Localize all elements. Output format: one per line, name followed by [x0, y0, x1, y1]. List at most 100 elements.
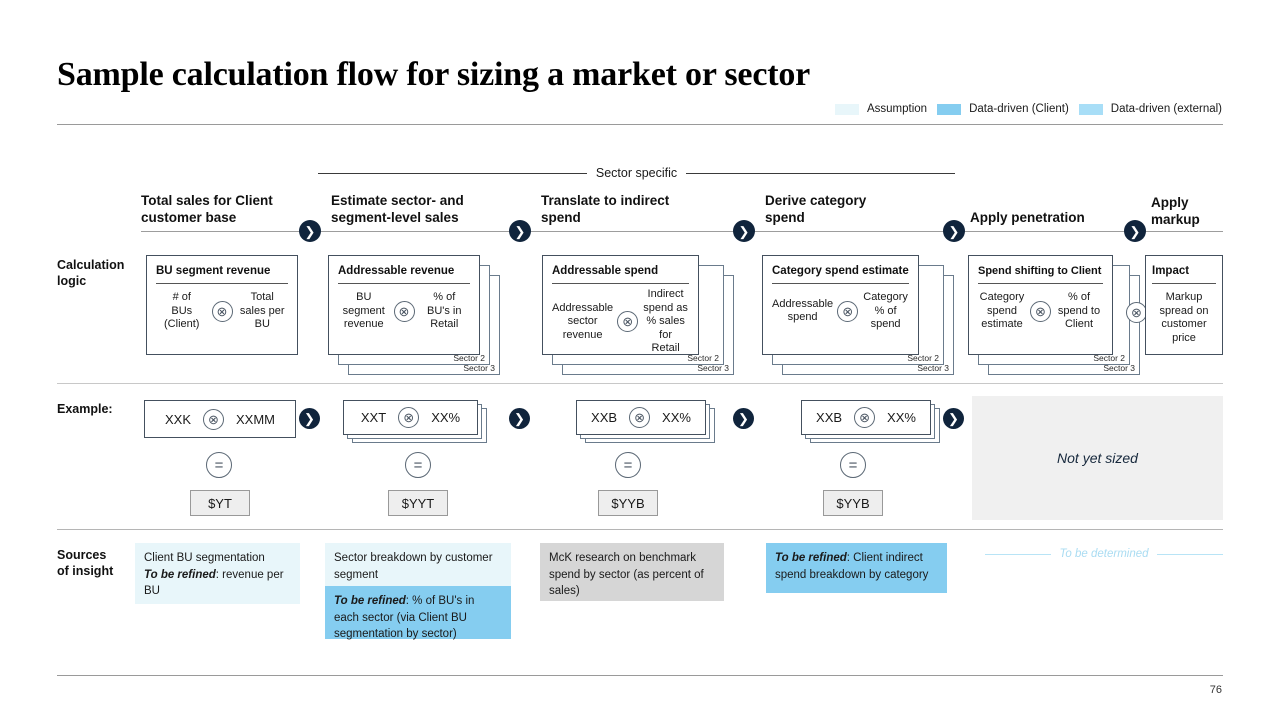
divider-example-row — [57, 383, 1223, 384]
phase-header-6-line1: Apply — [1151, 195, 1189, 210]
chevron-right-icon-phase-5[interactable]: ❯ — [1124, 220, 1146, 242]
calc-card-title-3: Addressable spend — [552, 265, 659, 277]
source-line-3-1-a: McK research on benchmark spend by secto… — [549, 552, 704, 597]
phase-header-5-line1: Apply penetration — [970, 210, 1085, 225]
bracket-label: Sector specific — [595, 166, 678, 180]
source-line-2-1-a: Sector breakdown by customer segment — [334, 552, 493, 581]
example-right-3: XX% — [662, 410, 691, 425]
calc-card-category-spend-estimate: Sector 3 Sector 2 Category spend estimat… — [762, 255, 954, 375]
bracket-line-right — [686, 172, 955, 174]
calc-card-addressable-spend: Sector 3 Sector 2 Addressable spend Addr… — [542, 255, 734, 375]
phase-baseline — [141, 231, 1223, 232]
chevron-right-icon-phase-3[interactable]: ❯ — [733, 220, 755, 242]
calc-card-rule-1 — [156, 283, 288, 284]
example-left-1: XXK — [164, 411, 191, 427]
example-box-4: XXB ⊗ XX% — [801, 400, 931, 435]
chevron-right-icon-phase-1[interactable]: ❯ — [299, 220, 321, 242]
tbd-line-left — [985, 553, 1052, 555]
calc-card-body-3: Addressable sector revenue ⊗ Indirect sp… — [552, 284, 689, 356]
multiply-icon-5: ⊗ — [1030, 300, 1051, 322]
phase-header-2-line2: segment-level sales — [331, 210, 459, 225]
source-block-1-1: Client BU segmentation To be refined: re… — [135, 543, 300, 604]
calc-operand-right-1: Total sales per BU — [239, 291, 285, 330]
legend-swatch-assumption — [834, 103, 859, 115]
multiply-icon-3: ⊗ — [617, 311, 639, 333]
legend-item-data-driven-external: Data-driven (external) — [1078, 103, 1222, 115]
calc-card-face-5: Spend shifting to Client Category spend … — [968, 255, 1113, 355]
chevron-right-icon-phase-4[interactable]: ❯ — [943, 220, 965, 242]
chevron-right-icon-example-4[interactable]: ❯ — [943, 408, 964, 429]
calc-card-face-6: Impact Markup spread on customer price — [1145, 255, 1223, 355]
calc-card-title-4: Category spend estimate — [772, 265, 909, 277]
calc-operand-left-4: Addressable spend — [772, 297, 834, 324]
legend-label-data-driven-client: Data-driven (Client) — [969, 103, 1069, 115]
calc-card-rule-2 — [338, 283, 470, 284]
to-be-refined-label-1: To be refined — [144, 568, 216, 581]
example-result-1: $YT — [190, 490, 250, 516]
calc-card-face-1: BU segment revenue # of BUs (Client) ⊗ T… — [146, 255, 298, 355]
calc-card-rule-3 — [552, 283, 689, 284]
example-box-2: XXT ⊗ XX% — [343, 400, 478, 435]
chevron-right-icon-example-1[interactable]: ❯ — [299, 408, 320, 429]
legend-swatch-data-driven-client — [937, 103, 962, 115]
source-block-3-1: McK research on benchmark spend by secto… — [540, 543, 724, 601]
calc-operand-right-2: % of BU's in Retail — [427, 291, 462, 330]
calc-operand-right-4: Category % of spend — [863, 291, 908, 330]
calc-operand-right-5: % of spend to Client — [1057, 291, 1101, 330]
example-left-3: XXB — [591, 410, 618, 425]
calc-card-rule-6 — [1152, 283, 1216, 284]
chevron-right-icon-example-2[interactable]: ❯ — [509, 408, 530, 429]
source-line-2-2-a: To be refined: % of BU's in each sector … — [334, 593, 502, 643]
calc-operand-left-3: Addressable sector revenue — [552, 301, 614, 341]
multiply-icon-2: ⊗ — [393, 300, 415, 322]
calc-operand-right-3: Indirect spend as % sales for Retail — [643, 288, 688, 354]
calc-card-body-4: Addressable spend ⊗ Category % of spend — [772, 284, 909, 332]
multiply-icon-between-cards: ⊗ — [1126, 302, 1147, 323]
calc-card-body-2: BU segment revenue ⊗ % of BU's in Retail — [338, 284, 470, 332]
calc-card-body-1: # of BUs (Client) ⊗ Total sales per BU — [156, 284, 288, 332]
row-label-example: Example: — [57, 402, 113, 416]
equals-icon-1: = — [206, 452, 232, 478]
legend-label-assumption: Assumption — [866, 103, 928, 115]
row-label-calculation-logic: Calculation logic — [57, 257, 147, 289]
source-line-4-1-a-text: : Client indirect spend breakdown by cat… — [775, 552, 929, 581]
multiply-icon-example-3: ⊗ — [629, 407, 651, 428]
chevron-right-icon-example-3[interactable]: ❯ — [733, 408, 754, 429]
calc-card-title-2: Addressable revenue — [338, 265, 455, 277]
example-right-4: XX% — [887, 410, 916, 425]
chevron-right-icon-phase-2[interactable]: ❯ — [509, 220, 531, 242]
phase-header-6-line2: markup — [1151, 212, 1200, 227]
source-block-2-1: Sector breakdown by customer segment — [325, 543, 511, 587]
calc-card-body-5: Category spend estimate ⊗ % of spend to … — [978, 284, 1103, 332]
row-label-sources-of-insight: Sources of insight — [57, 547, 137, 579]
legend-item-assumption: Assumption — [834, 103, 928, 115]
equals-icon-3: = — [615, 452, 641, 478]
example-left-2: XXT — [360, 410, 387, 425]
phase-header-4-line2: spend — [765, 210, 805, 225]
divider-header — [57, 124, 1223, 125]
multiply-icon-4: ⊗ — [837, 300, 859, 322]
phase-header-3-line2: spend — [541, 210, 581, 225]
calc-card-title-6: Impact — [1152, 265, 1190, 277]
example-right-2: XX% — [431, 410, 461, 425]
source-block-2-2: To be refined: % of BU's in each sector … — [325, 586, 511, 640]
legend-label-data-driven-external: Data-driven (external) — [1110, 103, 1222, 115]
sector-specific-bracket: Sector specific — [318, 166, 955, 180]
to-be-refined-label-2: To be refined — [334, 595, 406, 607]
calc-card-impact: Impact Markup spread on customer price — [1145, 255, 1223, 355]
example-result-4: $YYB — [823, 490, 883, 516]
phase-header-1-line2: customer base — [141, 210, 237, 225]
calc-card-rule-4 — [772, 283, 909, 284]
equals-icon-4: = — [840, 452, 866, 478]
phase-header-3: Translate to indirect spend — [541, 192, 736, 226]
phase-header-4: Derive category spend — [765, 192, 945, 226]
row-label-calc-line2: logic — [57, 274, 87, 288]
page-number: 76 — [1209, 684, 1222, 696]
calc-card-addressable-revenue: Sector 3 Sector 2 Addressable revenue BU… — [328, 255, 500, 375]
source-line-1-1-b-text: : revenue per BU — [144, 568, 284, 598]
calc-card-title-5: Spend shifting to Client — [978, 265, 1102, 277]
example-box-1: XXK ⊗ XXMM — [144, 400, 296, 438]
phase-header-3-line1: Translate to indirect — [541, 193, 670, 208]
example-result-2: $YYT — [388, 490, 448, 516]
